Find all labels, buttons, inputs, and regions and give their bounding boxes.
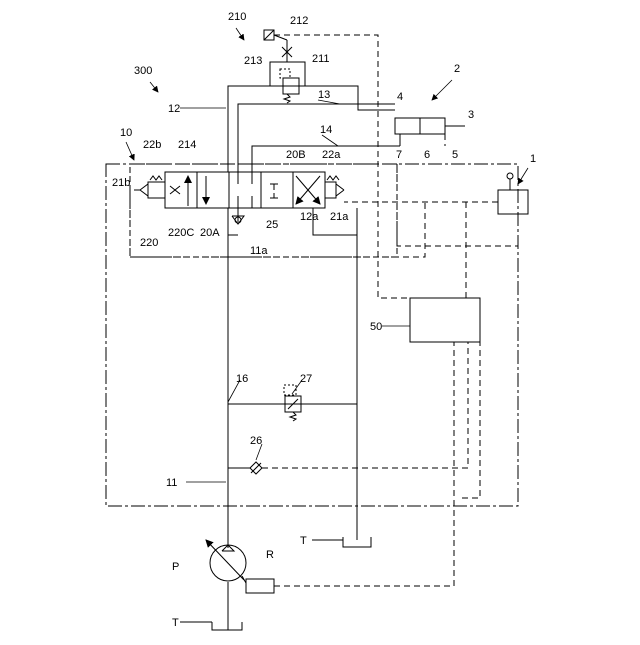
label-10: 10 <box>120 127 132 139</box>
label-12a: 12a <box>300 211 319 223</box>
label-212: 212 <box>290 15 308 27</box>
label-210: 210 <box>228 11 246 23</box>
valve-20A-block <box>197 172 229 208</box>
label-5: 5 <box>452 149 458 161</box>
label-2: 2 <box>454 63 460 75</box>
label-220: 220 <box>140 237 158 249</box>
label-21b: 21b <box>112 177 130 189</box>
line-13 <box>238 104 395 172</box>
signal-213-50 <box>274 35 410 298</box>
arrow-2 <box>432 80 452 100</box>
signal-controller-right <box>458 320 480 498</box>
label-22b: 22b <box>143 139 161 151</box>
label-14: 14 <box>320 124 332 136</box>
relief-27-spring <box>290 412 296 421</box>
arrow-300 <box>150 82 158 92</box>
solenoid-21b <box>148 182 165 198</box>
spring-22a <box>327 176 339 180</box>
valve-20-neutral <box>261 172 293 208</box>
label-16: 16 <box>236 373 248 385</box>
spring-211 <box>284 94 290 103</box>
label-220C: 220C <box>168 227 194 239</box>
valve-211-pilot <box>280 69 290 78</box>
lever-1-knob <box>507 173 513 179</box>
controller-50 <box>410 298 480 342</box>
leader-14 <box>322 135 338 146</box>
label-4: 4 <box>397 91 403 103</box>
actuator-21b <box>140 184 148 196</box>
label-26: 26 <box>250 435 262 447</box>
valve-211-loop <box>270 62 305 86</box>
signal-cyl-ext <box>397 164 518 246</box>
pump-variable-arrow <box>206 540 244 580</box>
label-T-lower: T <box>172 617 179 629</box>
orifice-214-b <box>175 186 180 194</box>
label-13: 13 <box>318 89 330 101</box>
label-20A: 20A <box>200 227 220 239</box>
sensor-213-link <box>274 35 287 40</box>
sensor-213-diag <box>264 30 274 40</box>
label-214: 214 <box>178 139 196 151</box>
label-22a: 22a <box>322 149 341 161</box>
label-20B: 20B <box>286 149 306 161</box>
actuator-21a <box>336 184 344 196</box>
relief-27-pilot <box>284 385 296 395</box>
spring-22b <box>150 176 162 180</box>
label-300: 300 <box>134 65 152 77</box>
solenoid-21a <box>325 182 336 198</box>
label-27: 27 <box>300 373 312 385</box>
valve-220-block <box>165 172 197 208</box>
arrow-210 <box>236 28 244 40</box>
label-21a: 21a <box>330 211 349 223</box>
regulator-link <box>242 576 246 583</box>
arrow-10 <box>126 142 134 160</box>
label-1: 1 <box>530 153 536 165</box>
label-11: 11 <box>166 477 177 489</box>
line-12 <box>228 86 395 172</box>
label-P: P <box>172 561 179 573</box>
label-R: R <box>266 549 274 561</box>
sensor-26-diag <box>251 463 261 473</box>
signal-26-50 <box>262 342 468 468</box>
label-50: 50 <box>370 321 382 333</box>
label-T-upper: T <box>300 535 307 547</box>
tank-lower <box>212 622 242 630</box>
label-3: 3 <box>468 109 474 121</box>
regulator-R <box>246 579 274 593</box>
label-12: 12 <box>168 103 180 115</box>
valve-20-center <box>229 172 261 208</box>
label-25: 25 <box>266 219 278 231</box>
arrow-1 <box>518 168 528 184</box>
label-11a: 11a <box>250 245 268 257</box>
label-6: 6 <box>424 149 430 161</box>
label-213: 213 <box>244 55 262 67</box>
lever-1 <box>498 190 528 214</box>
label-211: 211 <box>312 53 330 65</box>
label-7: 7 <box>396 149 402 161</box>
